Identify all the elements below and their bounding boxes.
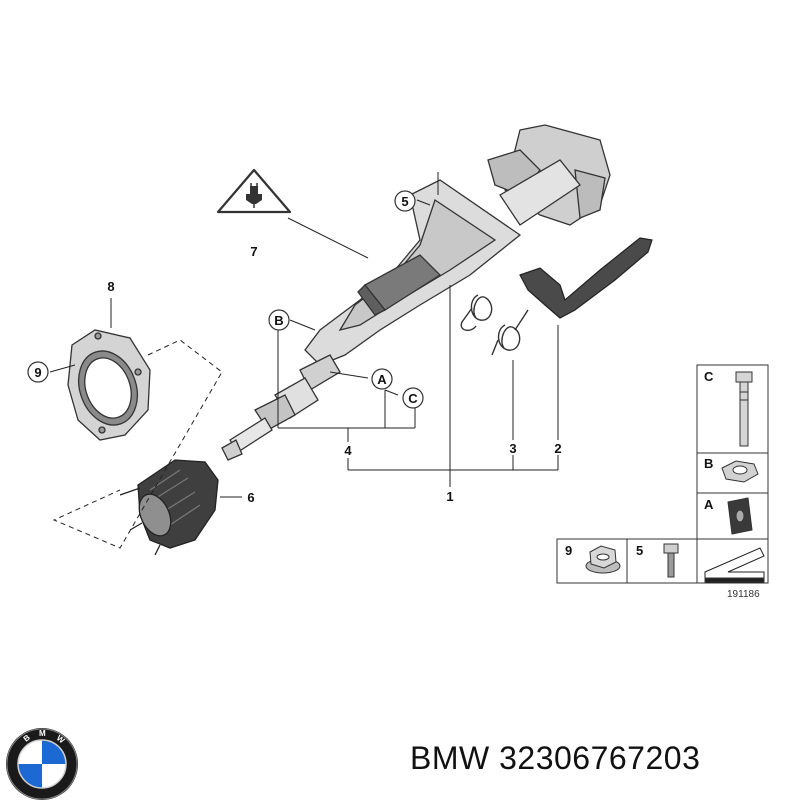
part-3-springs (460, 294, 529, 356)
legend-label-5: 5 (636, 543, 643, 558)
svg-text:W: W (55, 733, 67, 745)
callout-ref-c: C (408, 391, 418, 406)
callout-8: 8 (107, 279, 114, 294)
clip-nut-a-icon (727, 497, 753, 535)
callout-ref-b: B (274, 313, 283, 328)
legend-label-b: B (704, 456, 713, 471)
legend-label-9: 9 (565, 543, 572, 558)
callout-5: 5 (401, 194, 408, 209)
warning-triangle-icon (216, 168, 292, 214)
nut-b-icon (721, 460, 759, 483)
legend-labels: C B A 9 5 191186 (565, 369, 760, 600)
callout-6: 6 (247, 490, 254, 505)
callout-1: 1 (446, 489, 453, 504)
bolt-c-icon (735, 371, 753, 447)
callout-4: 4 (344, 443, 352, 458)
callout-7: 7 (250, 244, 257, 259)
callout-ref-a: A (377, 372, 387, 387)
svg-text:M: M (39, 729, 46, 738)
callout-3: 3 (509, 441, 516, 456)
part-8-flange (67, 329, 151, 441)
flange-nut-9-icon (585, 545, 621, 574)
part-6-boot (119, 459, 219, 556)
bmw-roundel-icon: B M W (6, 728, 78, 800)
part-number: 32306767203 (499, 740, 701, 776)
small-parts-legend (556, 364, 769, 584)
callout-9: 9 (34, 365, 41, 380)
brand-and-part-number: BMW 32306767203 (410, 740, 700, 777)
part-2-bracket (519, 237, 653, 319)
legend-label-a: A (704, 497, 714, 512)
svg-text:B: B (22, 733, 32, 744)
bolt-5-icon (663, 543, 679, 578)
assembly-direction-icon (704, 547, 765, 584)
leader-lines (49, 172, 559, 549)
steering-column-body (221, 124, 611, 461)
callout-labels: 7 5 8 9 B A C 4 3 2 1 6 (27, 190, 562, 505)
legend-label-c: C (704, 369, 714, 384)
drawing-number: 191186 (727, 589, 760, 600)
brand-name: BMW (410, 740, 490, 776)
callout-2: 2 (554, 441, 561, 456)
